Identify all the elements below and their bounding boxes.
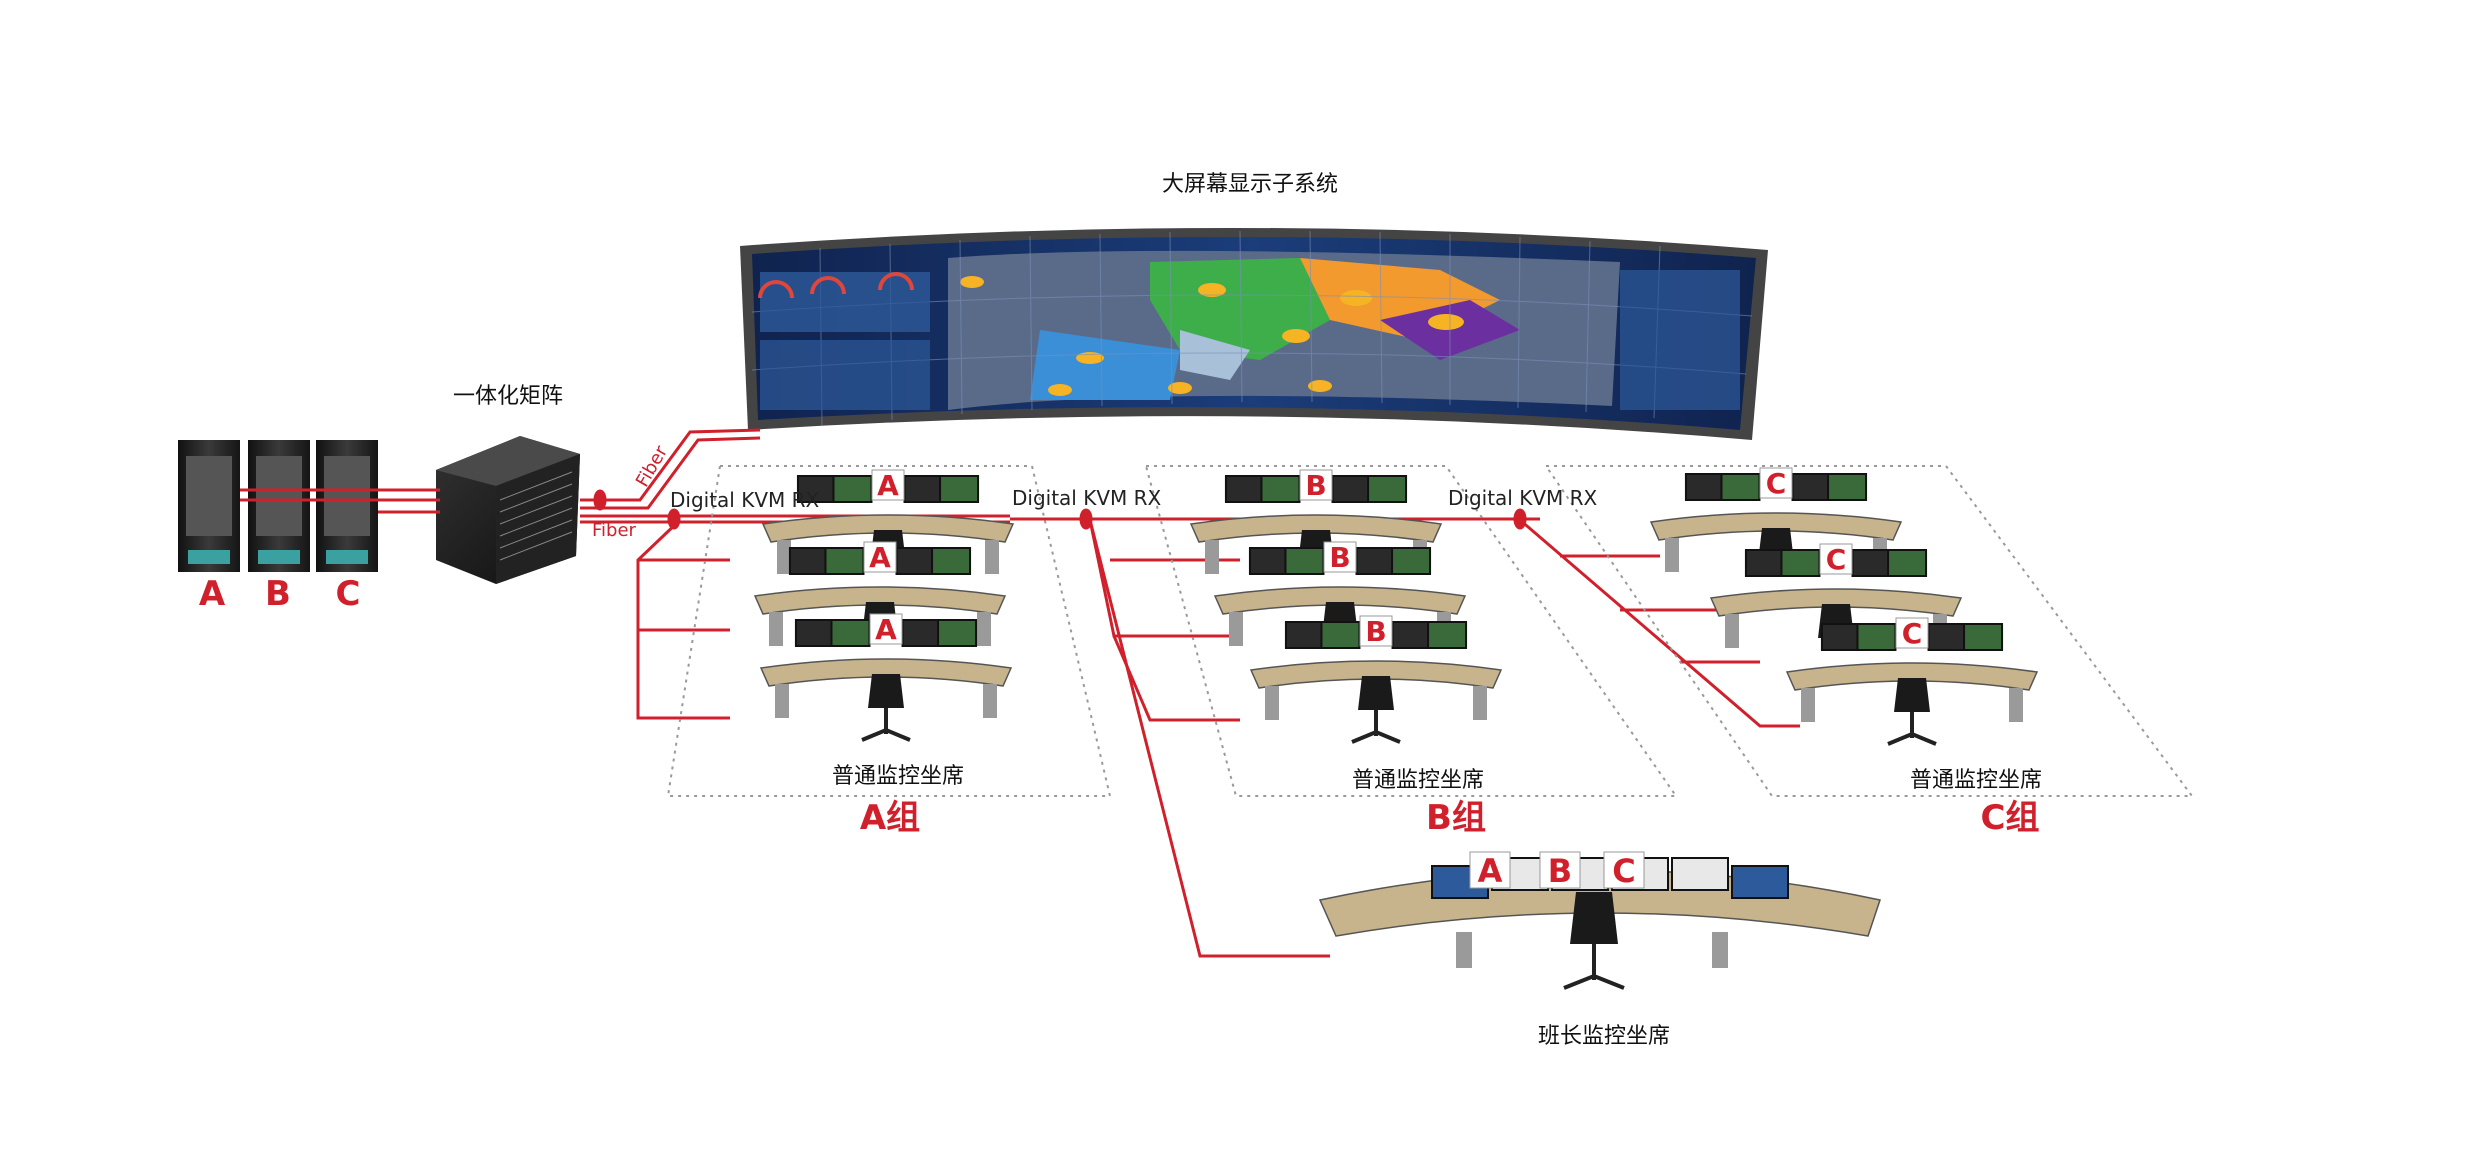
server-rack-c-icon xyxy=(316,440,378,572)
supervisor-desk: A B C xyxy=(1318,851,1881,990)
monitor-icon xyxy=(1791,473,1832,501)
monitor-icon xyxy=(1731,865,1789,899)
zone-b xyxy=(1144,465,1678,797)
monitor-icon xyxy=(1355,547,1396,575)
chair-icon xyxy=(868,674,904,708)
workstation-desk: C xyxy=(1709,543,1963,648)
monitor-icon xyxy=(1720,473,1761,501)
server-racks xyxy=(178,440,378,572)
workstation-desk: B xyxy=(1249,615,1503,744)
group-label-b: B组 xyxy=(1426,798,1486,838)
matrix-box-icon xyxy=(436,436,580,584)
monitor-icon xyxy=(1260,475,1301,503)
supervisor-seat-label: 班长监控坐席 xyxy=(1537,1024,1671,1049)
monitor-icon xyxy=(794,619,835,647)
monitor-icon xyxy=(1284,621,1325,649)
monitor-icon xyxy=(1684,473,1725,501)
kvm-label-a: Digital KVM RX xyxy=(670,488,820,512)
desk-letter-tag: B xyxy=(1329,541,1350,574)
monitor-icon xyxy=(1320,621,1361,649)
group-label-c: C组 xyxy=(1980,798,2040,838)
monitor-icon xyxy=(903,475,944,503)
monitor-icon xyxy=(796,475,837,503)
video-wall xyxy=(740,227,1768,440)
monitor-icon xyxy=(895,547,936,575)
fiber-label-lower: Fiber xyxy=(592,520,636,541)
monitor-icon xyxy=(1887,549,1928,577)
monitor-icon xyxy=(1851,549,1892,577)
kvm-label-b: Digital KVM RX xyxy=(1012,486,1162,510)
monitor-icon xyxy=(939,475,980,503)
group-zones xyxy=(666,465,2194,797)
monitor-icon xyxy=(824,547,865,575)
chair-icon xyxy=(1570,892,1618,944)
monitor-icon xyxy=(1331,475,1372,503)
server-label-a: A xyxy=(198,574,226,614)
workstation-desk: A xyxy=(761,469,1015,574)
supervisor-tag: A xyxy=(1478,852,1503,890)
desk-letter-tag: A xyxy=(877,469,899,502)
monitor-icon xyxy=(1827,473,1868,501)
chair-icon xyxy=(1358,676,1394,710)
monitor-icon xyxy=(1744,549,1785,577)
server-rack-b-icon xyxy=(248,440,310,572)
desk-letter-tag: C xyxy=(1826,543,1847,576)
monitor-icon xyxy=(1367,475,1408,503)
seat-label-a: 普通监控坐席 xyxy=(831,764,965,789)
supervisor-tag: B xyxy=(1548,852,1572,890)
workstations: A A A B B B C C C A B C xyxy=(753,467,2039,990)
monitor-icon xyxy=(1427,621,1468,649)
monitor-icon xyxy=(830,619,871,647)
monitor-icon xyxy=(1284,547,1325,575)
workstation-desk: A xyxy=(753,541,1007,646)
monitor-icon xyxy=(937,619,978,647)
monitor-icon xyxy=(1856,623,1897,651)
desk-letter-tag: A xyxy=(869,541,891,574)
server-label-c: C xyxy=(335,574,361,614)
desk-letter-tag: B xyxy=(1365,615,1386,648)
workstation-desk: C xyxy=(1785,617,2039,746)
monitor-icon xyxy=(1820,623,1861,651)
group-label-a: A组 xyxy=(859,798,921,838)
desk-letter-tag: B xyxy=(1305,469,1326,502)
monitor-icon xyxy=(1391,547,1432,575)
monitor-icon xyxy=(1391,621,1432,649)
monitor-icon xyxy=(931,547,972,575)
workstation-desk: A xyxy=(759,613,1013,742)
supervisor-tag: C xyxy=(1612,852,1635,890)
desk-letter-tag: A xyxy=(875,613,897,646)
zone-c xyxy=(1544,465,2194,797)
kvm-label-c: Digital KVM RX xyxy=(1448,486,1598,510)
zone-a xyxy=(666,465,1112,797)
monitor-icon xyxy=(1963,623,2004,651)
server-label-b: B xyxy=(265,574,291,614)
seat-label-b: 普通监控坐席 xyxy=(1351,768,1485,793)
monitor-icon xyxy=(788,547,829,575)
monitor-icon xyxy=(1780,549,1821,577)
monitor-icon xyxy=(1671,857,1729,891)
desk-letter-tag: C xyxy=(1766,467,1787,500)
map-region-blue-icon xyxy=(1030,330,1180,400)
monitor-icon xyxy=(901,619,942,647)
desk-letter-tag: C xyxy=(1902,617,1923,650)
monitor-icon xyxy=(832,475,873,503)
monitor-icon xyxy=(1927,623,1968,651)
monitor-icon xyxy=(1248,547,1289,575)
seat-label-c: 普通监控坐席 xyxy=(1909,768,2043,793)
video-wall-title: 大屏幕显示子系统 xyxy=(1161,172,1339,197)
chair-icon xyxy=(1894,678,1930,712)
monitor-icon xyxy=(1224,475,1265,503)
matrix-label: 一体化矩阵 xyxy=(452,384,564,409)
server-rack-a-icon xyxy=(178,440,240,572)
